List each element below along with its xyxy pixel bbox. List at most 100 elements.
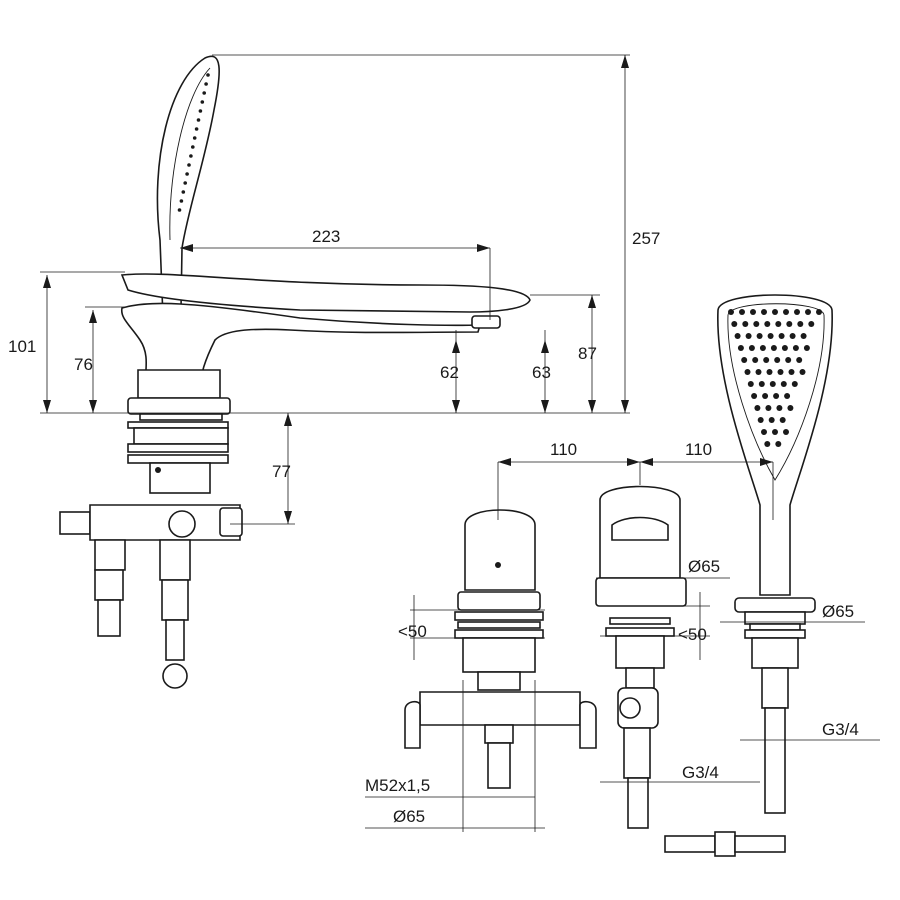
spray-hole (202, 91, 206, 95)
spray-hole (741, 357, 748, 363)
spray-hole (775, 441, 782, 447)
spray-hole (179, 199, 184, 203)
mixer-body-front (404, 509, 597, 789)
dim-below-deck: 77 (272, 462, 291, 481)
spray-hole (792, 345, 799, 351)
spray-hole (787, 405, 794, 411)
dim-spout-thread: G3/4 (682, 763, 719, 782)
spray-hole (731, 321, 738, 327)
spray-hole (198, 109, 203, 113)
spray-hole (739, 309, 745, 315)
spray-hole (761, 429, 767, 435)
spray-hole (755, 369, 762, 375)
spray-hole (788, 369, 795, 375)
spray-hole (187, 163, 191, 167)
spray-hole (748, 345, 755, 351)
dim-mixer-dia: Ø65 (393, 807, 425, 826)
spray-hole (780, 381, 787, 387)
spray-hole (754, 405, 761, 411)
spray-hole (789, 333, 796, 339)
spray-hole (770, 345, 777, 351)
mixer-side-view (59, 55, 531, 689)
dim-outlet-62: 62 (440, 363, 459, 382)
spray-hole (750, 309, 756, 315)
dim-spacing-left: 110 (550, 440, 577, 459)
spray-hole (194, 127, 199, 131)
spray-hole (796, 357, 803, 363)
spray-hole (797, 321, 804, 327)
spray-hole (759, 345, 766, 351)
spray-hole (191, 145, 195, 149)
spray-hole (779, 417, 786, 423)
spray-hole (783, 429, 789, 435)
spray-hole (772, 429, 778, 435)
spray-hole (816, 309, 822, 315)
spray-hole (805, 309, 811, 315)
spray-hole (734, 333, 741, 339)
spray-hole (177, 208, 182, 212)
dim-shower-dia: Ø65 (822, 602, 854, 621)
dim-spacing-right: 110 (685, 440, 712, 459)
spray-hole (794, 309, 800, 315)
spray-hole (753, 321, 760, 327)
dim-spout-reach: 223 (312, 227, 340, 246)
dim-spout-height: 87 (578, 344, 597, 363)
spray-hole (778, 333, 785, 339)
spray-hole (799, 369, 806, 375)
dim-deck-left: <50 (398, 622, 427, 641)
spray-hole (775, 321, 782, 327)
spout-front (595, 485, 687, 829)
spray-hole (204, 82, 208, 86)
spray-hole (784, 393, 791, 399)
spray-hole (764, 441, 771, 447)
spray-hole (766, 369, 773, 375)
spray-hole (181, 190, 186, 194)
spray-hole (769, 381, 776, 387)
spray-hole (764, 321, 771, 327)
spray-hole (763, 357, 770, 363)
spray-hole (200, 100, 205, 104)
spray-hole (206, 73, 210, 77)
dim-shower-thread: G3/4 (822, 720, 859, 739)
spray-hole (737, 345, 744, 351)
spray-hole (800, 333, 807, 339)
spray-hole (768, 417, 775, 423)
spray-hole (785, 357, 792, 363)
spray-hole (777, 369, 784, 375)
dim-total-height: 257 (632, 229, 660, 248)
dim-spout-dia: Ø65 (688, 557, 720, 576)
dimension-lines-lower (365, 458, 880, 832)
spray-hole (752, 357, 759, 363)
dimension-lines-main (40, 54, 630, 525)
spray-hole (762, 393, 769, 399)
spray-hole (791, 381, 798, 387)
spray-hole (728, 309, 734, 315)
spray-hole (761, 309, 767, 315)
spray-hole (758, 381, 765, 387)
dim-lever-height: 101 (8, 337, 36, 356)
spray-hole (183, 181, 187, 185)
dim-outlet-63: 63 (532, 363, 551, 382)
spray-hole (774, 357, 781, 363)
spray-hole (765, 405, 772, 411)
spray-hole (776, 405, 783, 411)
spray-hole (196, 118, 201, 122)
spray-hole (772, 309, 778, 315)
spray-hole (808, 321, 815, 327)
spray-hole (192, 136, 197, 140)
spray-hole (185, 172, 189, 176)
spray-hole (757, 417, 764, 423)
spray-hole (786, 321, 793, 327)
spray-hole (773, 393, 780, 399)
spray-hole (783, 309, 789, 315)
spray-hole (745, 333, 752, 339)
spray-hole (742, 321, 749, 327)
spray-hole (744, 369, 751, 375)
spray-hole (803, 345, 810, 351)
spray-hole (747, 381, 754, 387)
dim-mixer-thread: M52x1,5 (365, 776, 430, 795)
spray-hole (767, 333, 774, 339)
spray-hole (751, 393, 758, 399)
